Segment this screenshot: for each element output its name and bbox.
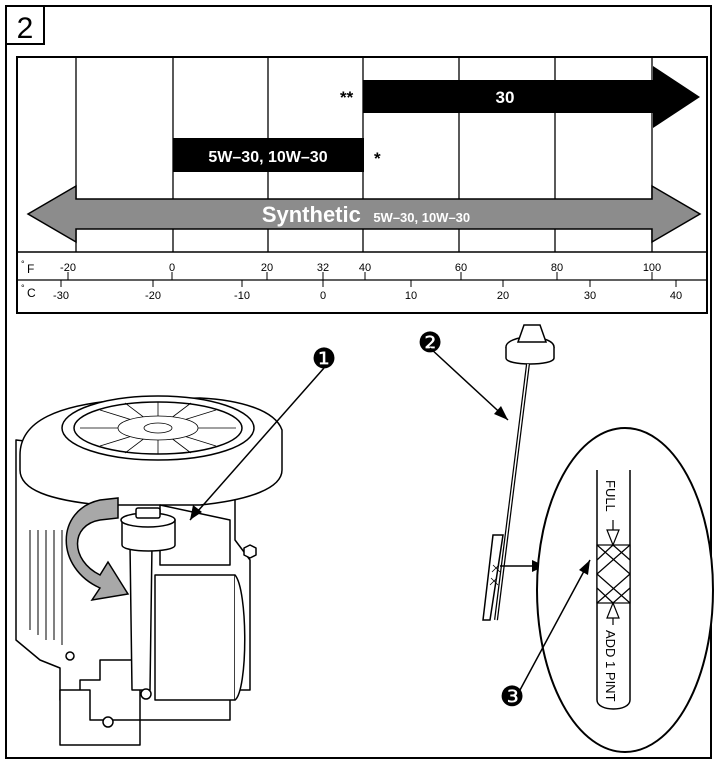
callout-1-oil-fill-cap: ❶ <box>311 342 336 375</box>
synthetic-grades: 5W–30, 10W–30 <box>373 210 470 225</box>
sae30-note-marker: ** <box>340 88 354 107</box>
figure-number-box <box>5 5 45 45</box>
figure-number: 2 <box>17 12 34 45</box>
fahrenheit-unit: ° F <box>21 259 34 276</box>
add-1-pint-label: ADD 1 PINT <box>603 630 618 702</box>
celsius-unit: ° C <box>21 283 36 300</box>
engine-icon <box>15 395 283 746</box>
fahrenheit-tick-label: 60 <box>455 262 467 274</box>
synthetic-range-arrow <box>26 184 702 244</box>
fahrenheit-ticks: -20 0 20 32 40 60 80 100 <box>60 262 661 280</box>
sae30-label: 30 <box>496 88 515 107</box>
svg-text:F: F <box>27 262 34 276</box>
curved-rotate-arrow-icon <box>65 497 130 602</box>
callout-3-leader <box>519 559 591 691</box>
oil-viscosity-chart: 30 ** 5W–30, 10W–30 * Synthetic 5W–30, 1… <box>16 56 708 314</box>
safe-range-crosshatch <box>596 544 631 604</box>
celsius-tick-label: -30 <box>53 290 69 302</box>
fahrenheit-tick-label: 100 <box>643 262 661 274</box>
fahrenheit-tick-label: 0 <box>169 262 175 274</box>
svg-text:°: ° <box>21 283 25 293</box>
celsius-ticks: -30 -20 -10 0 10 20 30 40 <box>53 280 682 302</box>
callout-3-oil-level-range: ❸ <box>499 680 524 713</box>
svg-text:°: ° <box>21 259 25 269</box>
celsius-tick-label: 0 <box>320 290 326 302</box>
sae30-range-arrow <box>363 66 700 128</box>
callout-2-leader <box>429 347 509 421</box>
fahrenheit-tick-label: 20 <box>261 262 273 274</box>
callout-1-leader <box>189 367 325 521</box>
celsius-tick-label: 20 <box>497 290 509 302</box>
synthetic-label: Synthetic 5W–30, 10W–30 <box>262 202 470 227</box>
multigrade-label: 5W–30, 10W–30 <box>208 149 327 166</box>
full-mark-label: FULL <box>603 480 618 512</box>
celsius-tick-label: -20 <box>145 290 161 302</box>
celsius-tick-label: 40 <box>670 290 682 302</box>
svg-text:C: C <box>27 286 36 300</box>
synthetic-word: Synthetic <box>262 202 361 227</box>
multigrade-note-marker: * <box>374 149 381 168</box>
celsius-tick-label: 10 <box>405 290 417 302</box>
fahrenheit-tick-label: 80 <box>551 262 563 274</box>
callout-2-dipstick: ❷ <box>417 326 442 359</box>
celsius-tick-label: 30 <box>584 290 596 302</box>
multigrade-range-bar <box>173 138 364 172</box>
fahrenheit-tick-label: 40 <box>359 262 371 274</box>
fahrenheit-tick-label: -20 <box>60 262 76 274</box>
celsius-tick-label: -10 <box>234 290 250 302</box>
dipstick-icon <box>482 324 555 621</box>
fahrenheit-tick-label: 32 <box>317 262 329 274</box>
